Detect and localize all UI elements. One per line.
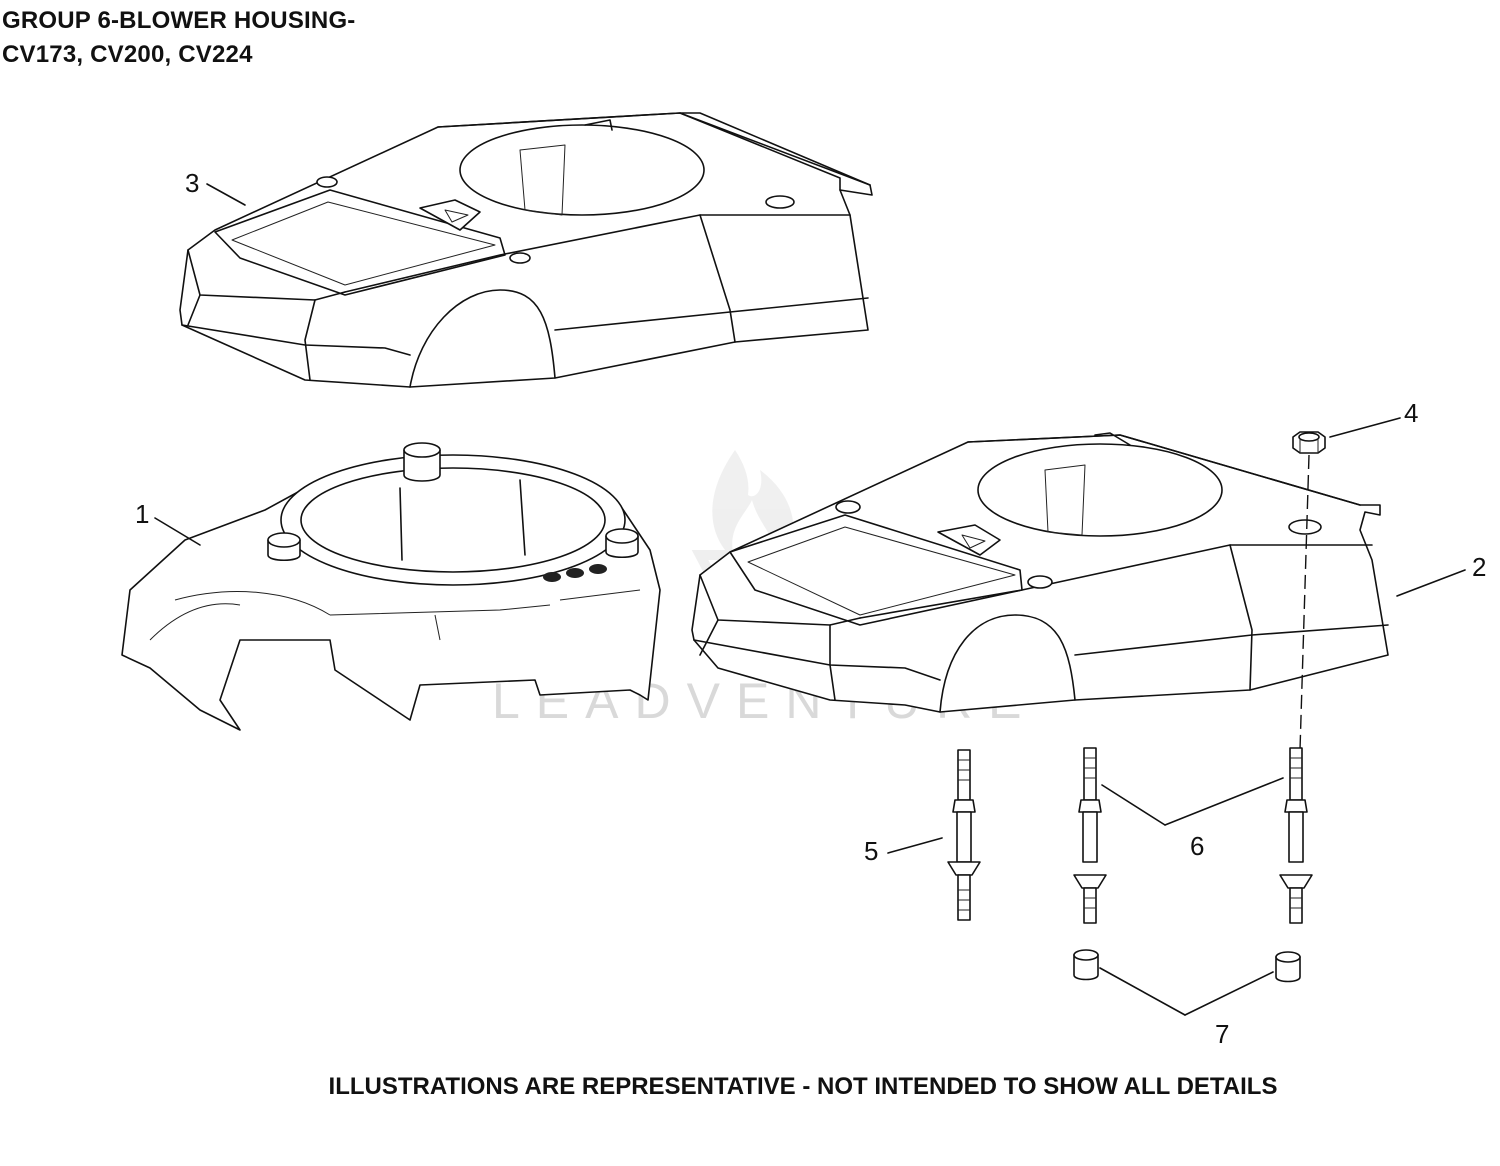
leader-lines bbox=[154, 183, 1466, 1016]
part-4-hex-nut bbox=[1292, 431, 1326, 454]
leader-7a bbox=[1099, 967, 1186, 1016]
leader-5 bbox=[887, 837, 943, 854]
callout-3: 3 bbox=[185, 168, 199, 198]
leader-6b bbox=[1164, 777, 1284, 826]
callout-5: 5 bbox=[864, 836, 878, 866]
disclaimer-text: ILLUSTRATIONS ARE REPRESENTATIVE - NOT I… bbox=[328, 1073, 1278, 1100]
part-3-blower-housing-top bbox=[179, 112, 873, 388]
leader-1 bbox=[154, 517, 201, 546]
callout-numbers: 3 1 4 2 5 6 7 bbox=[135, 168, 1486, 1049]
part-1-blower-housing-base bbox=[121, 442, 661, 731]
diagram-title: GROUP 6-BLOWER HOUSING- CV173, CV200, CV… bbox=[2, 4, 356, 72]
part-5-stud bbox=[947, 749, 981, 921]
callout-4: 4 bbox=[1404, 398, 1418, 428]
leader-3 bbox=[206, 183, 246, 206]
assembly-center-line bbox=[1299, 454, 1310, 751]
part-6-stud-middle bbox=[1073, 747, 1107, 924]
part-2-blower-housing bbox=[691, 432, 1389, 713]
part-7-spacer-left bbox=[1073, 949, 1099, 981]
title-line-1: GROUP 6-BLOWER HOUSING- bbox=[2, 7, 356, 34]
leader-7b bbox=[1184, 971, 1274, 1016]
leader-6a bbox=[1101, 784, 1166, 826]
callout-1: 1 bbox=[135, 499, 149, 529]
title-line-2: CV173, CV200, CV224 bbox=[2, 41, 253, 68]
callout-2: 2 bbox=[1472, 552, 1486, 582]
leader-4 bbox=[1329, 417, 1401, 438]
leader-2 bbox=[1396, 569, 1466, 597]
part-6-stud-right bbox=[1279, 747, 1313, 924]
part-7-spacer-right bbox=[1275, 951, 1301, 983]
callout-6: 6 bbox=[1190, 831, 1204, 861]
callout-7: 7 bbox=[1215, 1019, 1229, 1049]
